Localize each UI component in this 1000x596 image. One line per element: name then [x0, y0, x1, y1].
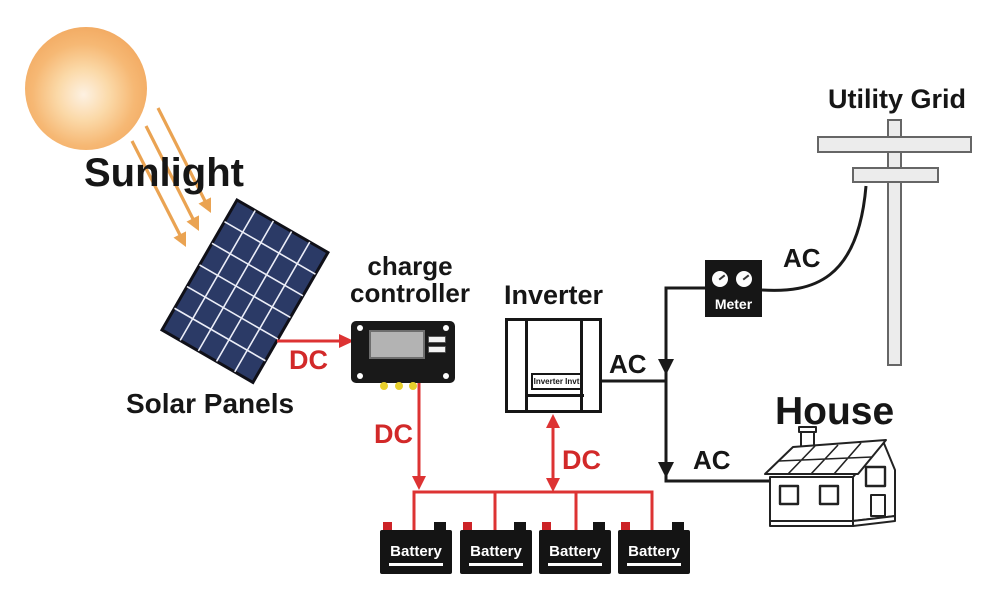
battery-negative-terminal [514, 522, 526, 532]
ac-label-inverter: AC [609, 349, 647, 379]
dc-label-inverter: DC [562, 445, 601, 475]
battery-underline [469, 563, 523, 566]
meter-icon: Meter [705, 260, 762, 317]
meter-dial-icon [736, 271, 752, 287]
side-window [864, 465, 887, 488]
solar-panels-label: Solar Panels [126, 388, 295, 419]
battery-icon: Battery [539, 522, 611, 574]
dc-label-controller: DC [374, 419, 413, 449]
battery-underline [627, 563, 681, 566]
ac-label-house: AC [693, 445, 731, 475]
battery-underline [389, 563, 443, 566]
inverter-side-panel [508, 321, 528, 410]
battery-icon: Battery [380, 522, 452, 574]
battery-label: Battery [390, 543, 442, 560]
led-indicator [395, 382, 403, 390]
battery-positive-terminal [542, 522, 551, 532]
battery-body [460, 530, 532, 574]
ac-curve-meter-to-grid [761, 185, 868, 292]
inverter-panel-line [528, 394, 584, 397]
battery-icon: Battery [618, 522, 690, 574]
controller-port [428, 346, 446, 353]
battery-label: Battery [470, 543, 522, 560]
sunlight-label: Sunlight [84, 151, 244, 195]
screw-icon [357, 373, 363, 379]
front-window [818, 484, 840, 506]
inverter-side-panel [580, 321, 599, 410]
battery-body [618, 530, 690, 574]
inverter-label: Inverter [503, 280, 604, 310]
led-indicator [380, 382, 388, 390]
sun-icon [25, 27, 147, 150]
dc-wire-panel-to-controller [277, 334, 354, 348]
battery-positive-terminal [383, 522, 392, 532]
battery-body [380, 530, 452, 574]
screw-icon [357, 325, 363, 331]
screw-icon [443, 325, 449, 331]
charge-controller-label-line2: controller [350, 278, 470, 309]
sunlight-rays-icon [130, 107, 211, 247]
dc-wire-controller-to-battery [412, 383, 426, 490]
door [870, 494, 886, 517]
battery-body [539, 530, 611, 574]
utility-grid-label: Utility Grid [828, 84, 967, 114]
battery-icon: Battery [460, 522, 532, 574]
utility-pole-icon [817, 119, 972, 366]
battery-negative-terminal [593, 522, 605, 532]
dc-double-arrow-battery-inverter [546, 414, 560, 492]
inverter-icon: Inverter Invt [505, 318, 602, 413]
solar-panel-icon [159, 197, 330, 385]
front-window [778, 484, 800, 506]
battery-positive-terminal [463, 522, 472, 532]
battery-label: Battery [628, 543, 680, 560]
battery-underline [548, 563, 602, 566]
charge-controller-icon [351, 321, 455, 390]
ac-label-grid: AC [783, 243, 821, 273]
ac-wire-network [602, 185, 868, 483]
screw-icon [443, 373, 449, 379]
led-indicator [409, 382, 417, 390]
inverter-device-label: Inverter Invt [531, 373, 582, 390]
meter-dial-icon [712, 271, 728, 287]
charge-controller-label-line1: charge [367, 251, 453, 281]
battery-negative-terminal [434, 522, 446, 532]
meter-label: Meter [714, 296, 753, 312]
battery-negative-terminal [672, 522, 684, 532]
ac-flow-arrowheads [658, 359, 674, 478]
controller-lcd-screen [369, 330, 425, 359]
controller-port [428, 336, 446, 343]
battery-bus-wire [412, 490, 654, 530]
house-icon [764, 426, 896, 527]
battery-positive-terminal [621, 522, 630, 532]
dc-label-panel: DC [289, 345, 328, 375]
house-label: House [775, 390, 895, 433]
battery-label: Battery [549, 543, 601, 560]
charge-controller-label: charge controller [339, 251, 481, 309]
